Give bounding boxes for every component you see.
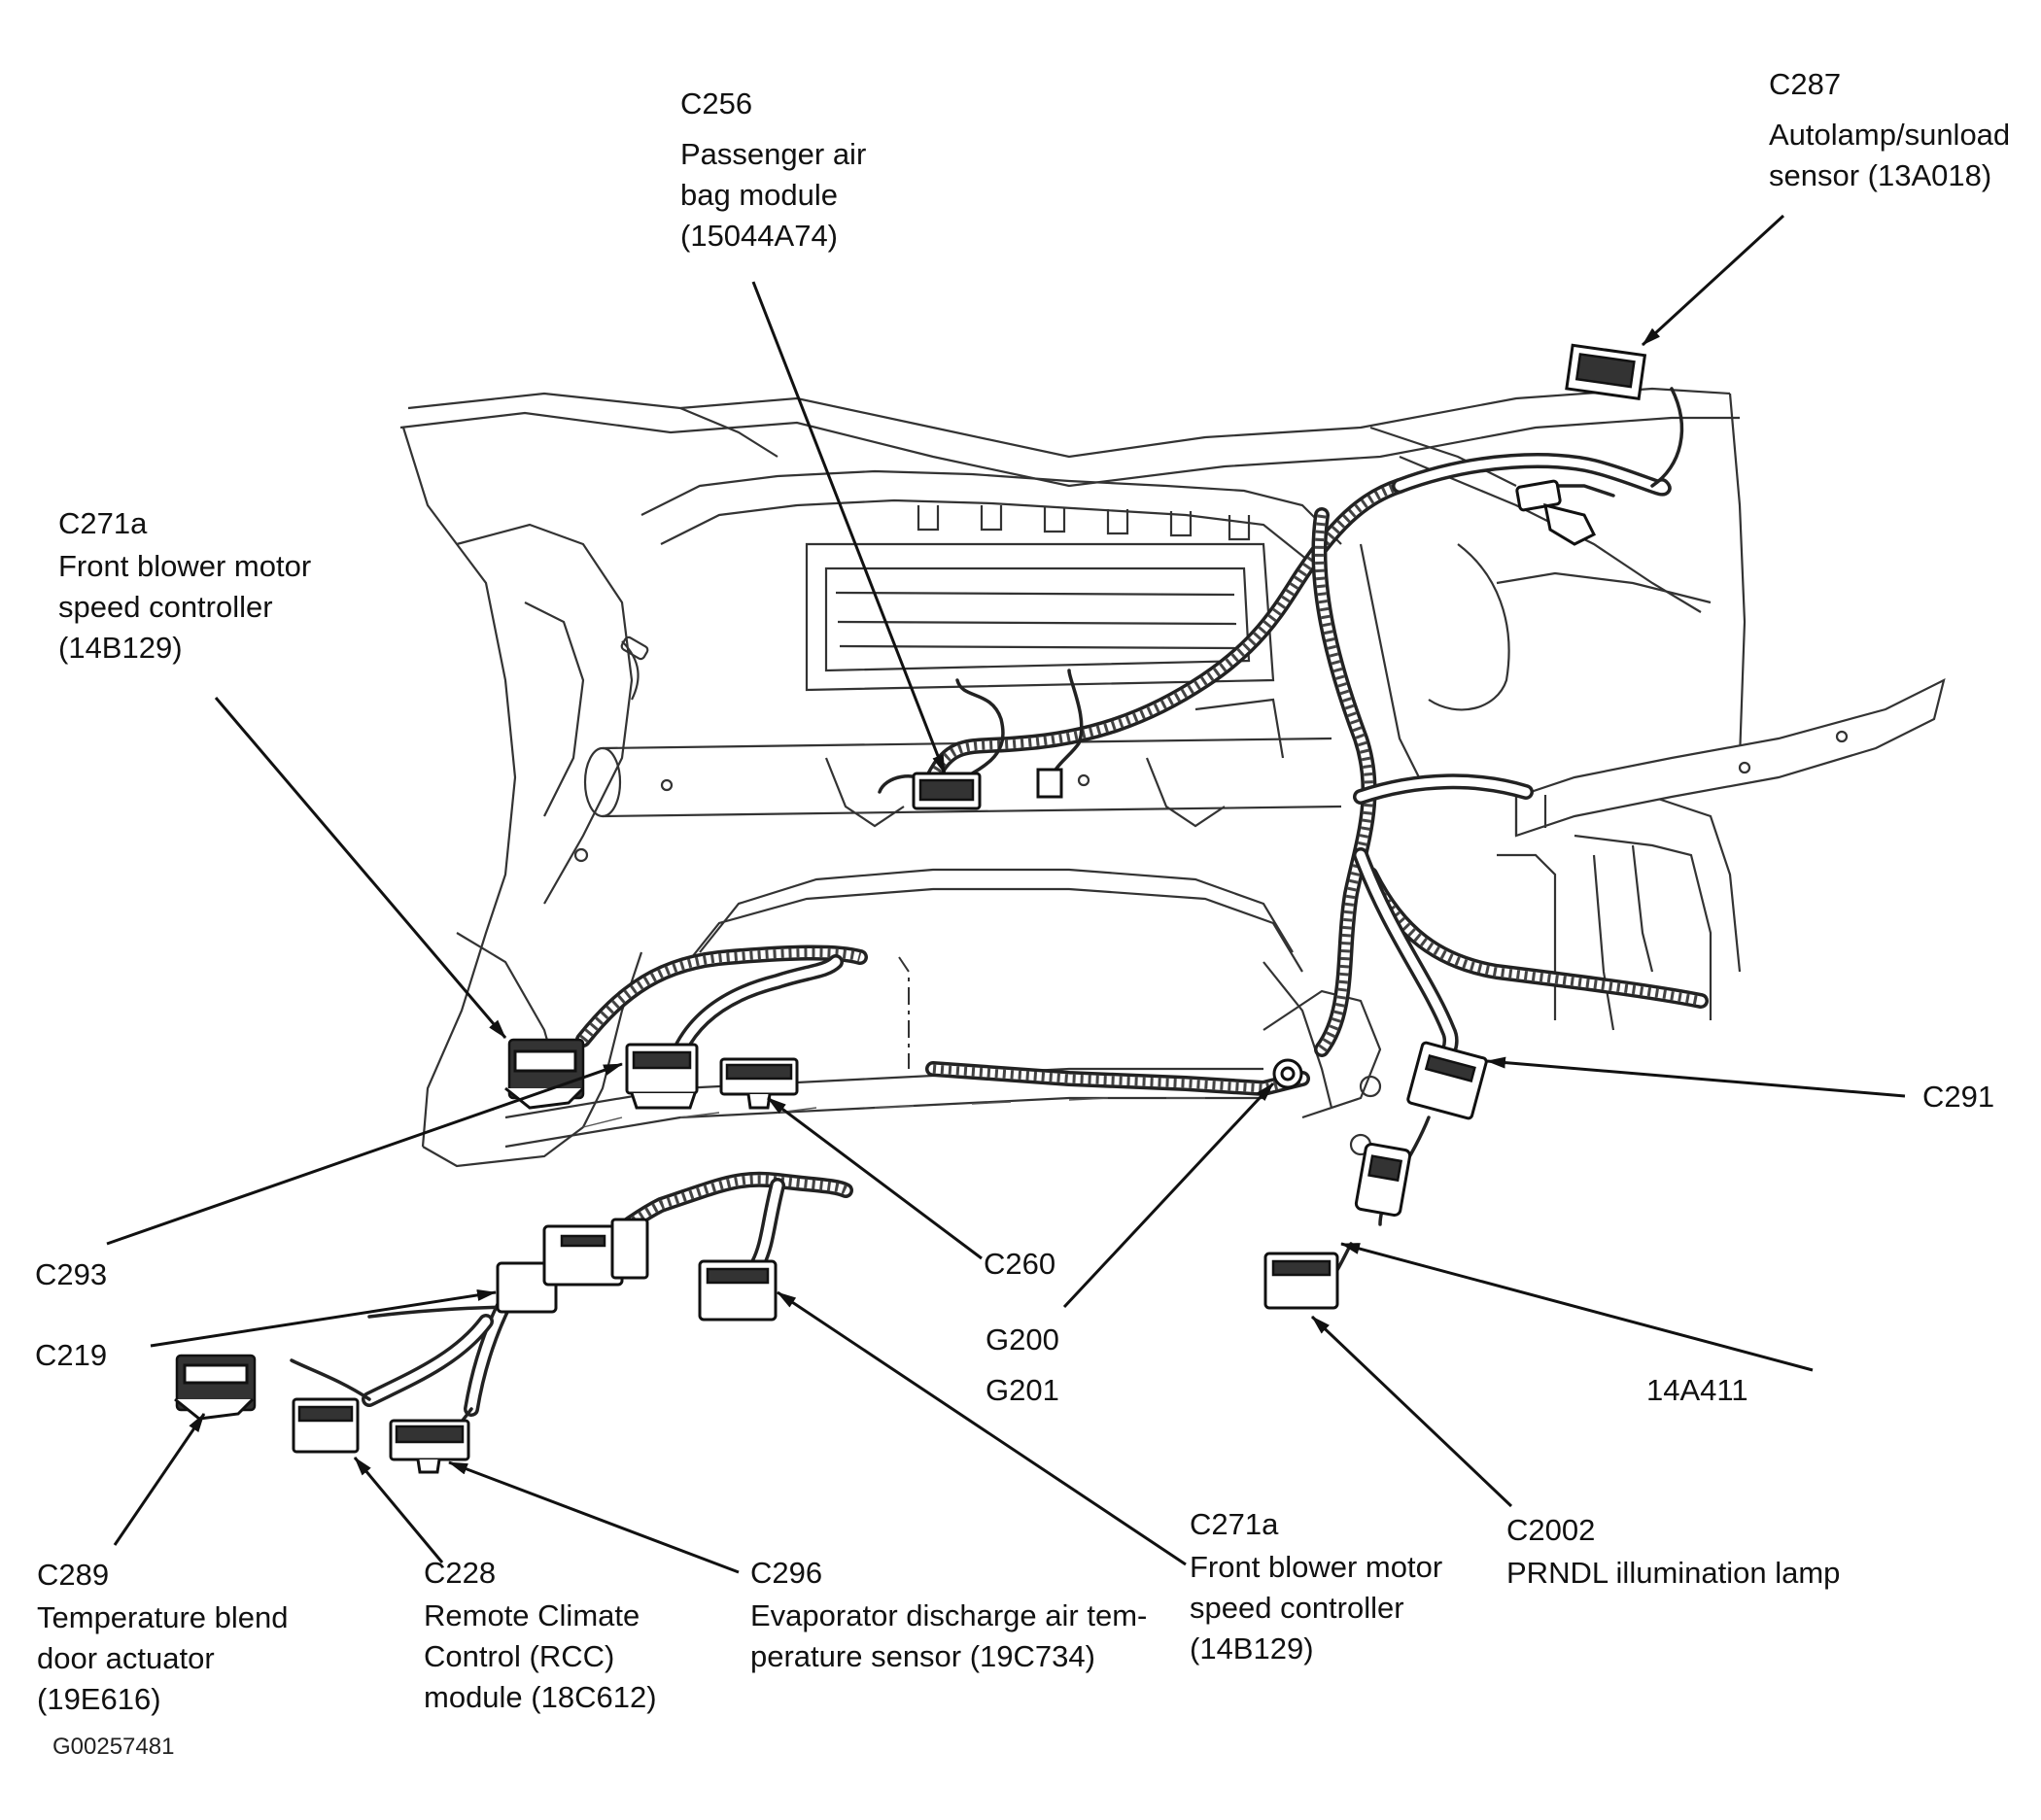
c296-connector xyxy=(389,1419,470,1474)
label-code: C291 xyxy=(1922,1080,1995,1114)
label-desc-line: Evaporator discharge air tem- xyxy=(750,1598,1148,1632)
label-c271a-left: C271a Front blower motor speed controlle… xyxy=(58,503,311,669)
label-code: C271a xyxy=(1190,1507,1279,1541)
connector-icon xyxy=(174,343,1647,1474)
label-c228: C228 Remote Climate Control (RCC) module… xyxy=(424,1553,657,1718)
label-desc-line: perature sensor (19C734) xyxy=(750,1639,1095,1673)
figure-id: G00257481 xyxy=(52,1734,175,1760)
label-c291: C291 xyxy=(1922,1077,1994,1117)
label-desc-line: (15044A74) xyxy=(680,219,839,253)
c271a-left-connector xyxy=(504,1038,585,1110)
leader-lines xyxy=(106,214,1906,1574)
label-code: C228 xyxy=(424,1556,497,1590)
c291-connector xyxy=(1349,1041,1488,1156)
label-g201: G201 xyxy=(986,1370,1059,1411)
label-code: C293 xyxy=(35,1257,108,1291)
c219-connector xyxy=(496,1218,649,1314)
label-desc-line: door actuator xyxy=(37,1641,215,1675)
14a411-connector xyxy=(1354,1142,1412,1218)
label-desc-line: Remote Climate xyxy=(424,1598,640,1632)
c2002-connector xyxy=(1263,1252,1339,1310)
label-14a411: 14A411 xyxy=(1646,1370,1748,1411)
label-desc-line: speed controller xyxy=(58,590,273,624)
label-c271a-bottom: C271a Front blower motor speed controlle… xyxy=(1190,1504,1442,1669)
c260-connector xyxy=(719,1057,799,1110)
label-desc-line: (19E616) xyxy=(37,1682,161,1716)
label-desc-line: sensor (13A018) xyxy=(1769,158,1992,192)
label-code: G200 xyxy=(986,1322,1059,1356)
label-desc-line: PRNDL illumination lamp xyxy=(1506,1556,1841,1590)
label-desc-line: Front blower motor xyxy=(58,549,312,583)
ground-connector xyxy=(1272,1058,1303,1089)
label-desc-line: speed controller xyxy=(1190,1591,1404,1625)
label-code: C287 xyxy=(1769,67,1842,101)
label-code: C289 xyxy=(37,1558,110,1592)
label-code: C260 xyxy=(984,1247,1056,1281)
label-code: G201 xyxy=(986,1373,1059,1407)
c289-connector xyxy=(174,1354,257,1421)
label-code: C256 xyxy=(680,86,753,120)
label-desc-line: Temperature blend xyxy=(37,1600,289,1634)
c271a-bottom-connector xyxy=(698,1259,778,1322)
label-desc-line: Control (RCC) xyxy=(424,1639,615,1673)
label-c2002: C2002 PRNDL illumination lamp xyxy=(1506,1510,1840,1594)
label-code: C296 xyxy=(750,1556,823,1590)
wiring-harness-icon xyxy=(362,453,1709,1417)
label-desc-line: Passenger air xyxy=(680,137,867,171)
label-c293: C293 xyxy=(35,1254,107,1295)
label-desc-line: Front blower motor xyxy=(1190,1550,1443,1584)
cross-car-beam xyxy=(1514,677,1946,838)
label-desc-line: (14B129) xyxy=(1190,1631,1314,1665)
c293-connector xyxy=(625,1043,699,1110)
label-desc-line: bag module xyxy=(680,178,839,212)
vent-clips xyxy=(917,505,1251,541)
label-desc-line: (14B129) xyxy=(58,631,183,665)
harness-route-dashline xyxy=(898,956,910,1069)
label-c287: C287 Autolamp/sunload sensor (13A018) xyxy=(1769,64,2010,196)
label-c219: C219 xyxy=(35,1335,107,1376)
label-c296: C296 Evaporator discharge air tem- perat… xyxy=(750,1553,1147,1677)
label-c289: C289 Temperature blend door actuator (19… xyxy=(37,1555,289,1720)
c256-connector xyxy=(912,768,1063,810)
c287-connector xyxy=(1515,343,1647,546)
label-c260: C260 xyxy=(984,1244,1055,1285)
label-desc-line: module (18C612) xyxy=(424,1680,657,1714)
label-c256: C256 Passenger air bag module (15044A74) xyxy=(680,84,866,257)
label-desc-line: Autolamp/sunload xyxy=(1769,118,2011,152)
label-g200: G200 xyxy=(986,1320,1059,1360)
label-code: C2002 xyxy=(1506,1513,1596,1547)
label-code: C271a xyxy=(58,506,148,540)
c228-connector xyxy=(292,1397,360,1454)
label-code: C219 xyxy=(35,1338,108,1372)
label-code: 14A411 xyxy=(1646,1373,1748,1407)
